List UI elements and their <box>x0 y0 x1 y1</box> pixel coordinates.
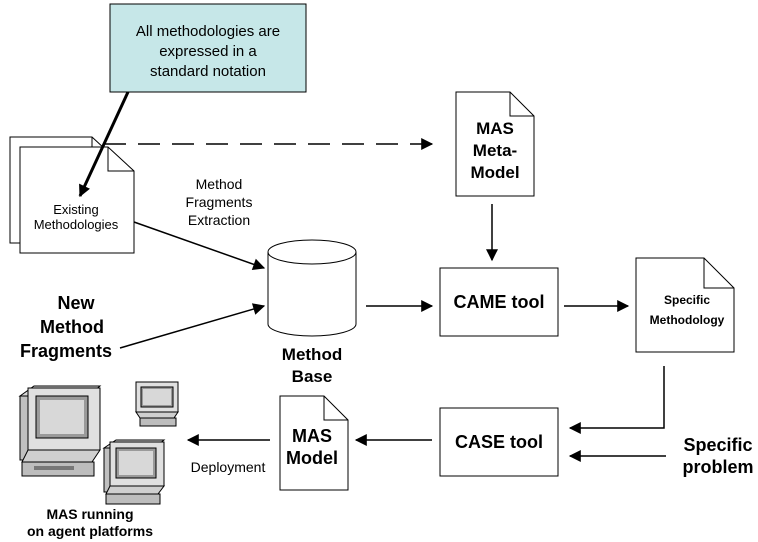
computer-icon-small <box>135 381 179 427</box>
extraction-line-3: Extraction <box>188 212 250 228</box>
existing-to-base-arrow <box>133 221 266 271</box>
existing-line-1: Existing <box>53 202 99 217</box>
method-base-cylinder: Method Base <box>267 239 357 386</box>
notation-callout: All methodologies are expressed in a sta… <box>109 3 307 93</box>
deployment-label: Deployment <box>191 459 266 475</box>
callout-line-2: expressed in a <box>159 43 257 60</box>
specific-methodology-doc: Specific Methodology <box>635 257 735 353</box>
methodology-to-case-arrow <box>568 366 665 434</box>
case-tool-label: CASE tool <box>455 432 543 452</box>
meta-model-line-3: Model <box>470 163 519 182</box>
method-base-line-1: Method <box>282 345 342 364</box>
computer-icon-large <box>18 385 102 477</box>
callout-line-3: standard notation <box>150 63 266 80</box>
case-tool-box: CASE tool <box>439 407 559 477</box>
new-fragments-line-3: Fragments <box>20 341 112 361</box>
mas-meta-model-doc: MAS Meta- Model <box>455 91 535 197</box>
specific-methodology-line-2: Methodology <box>650 313 725 327</box>
specific-problem-line-1: Specific <box>683 435 752 455</box>
mas-model-line-1: MAS <box>292 426 332 446</box>
existing-methodologies-doc: Existing Methodologies <box>9 136 135 254</box>
new-fragments-line-2: Method <box>40 317 104 337</box>
extraction-line-2: Fragments <box>186 194 253 210</box>
platforms-line-1: MAS running <box>46 506 133 522</box>
callout-line-1: All methodologies are <box>136 23 280 40</box>
meta-model-line-1: MAS <box>476 119 514 138</box>
specific-problem-label: Specific problem <box>682 435 753 477</box>
mas-model-doc: MAS Model <box>279 395 349 491</box>
new-fragments-to-base-arrow <box>119 303 266 349</box>
method-base-line-2: Base <box>292 367 333 386</box>
new-fragments-line-1: New <box>57 293 95 313</box>
came-tool-label: CAME tool <box>454 292 545 312</box>
meta-model-line-2: Meta- <box>473 141 517 160</box>
extraction-label: Method Fragments Extraction <box>186 176 253 228</box>
specific-methodology-line-1: Specific <box>664 293 710 307</box>
computer-icon-medium <box>102 439 166 505</box>
came-tool-box: CAME tool <box>439 267 559 337</box>
specific-problem-line-2: problem <box>682 457 753 477</box>
extraction-line-1: Method <box>196 176 243 192</box>
platforms-line-2: on agent platforms <box>27 523 153 539</box>
mas-model-line-2: Model <box>286 448 338 468</box>
existing-line-2: Methodologies <box>34 217 119 232</box>
callout-box <box>109 3 307 93</box>
platforms-label: MAS running on agent platforms <box>27 506 153 539</box>
new-fragments-label: New Method Fragments <box>20 293 112 361</box>
